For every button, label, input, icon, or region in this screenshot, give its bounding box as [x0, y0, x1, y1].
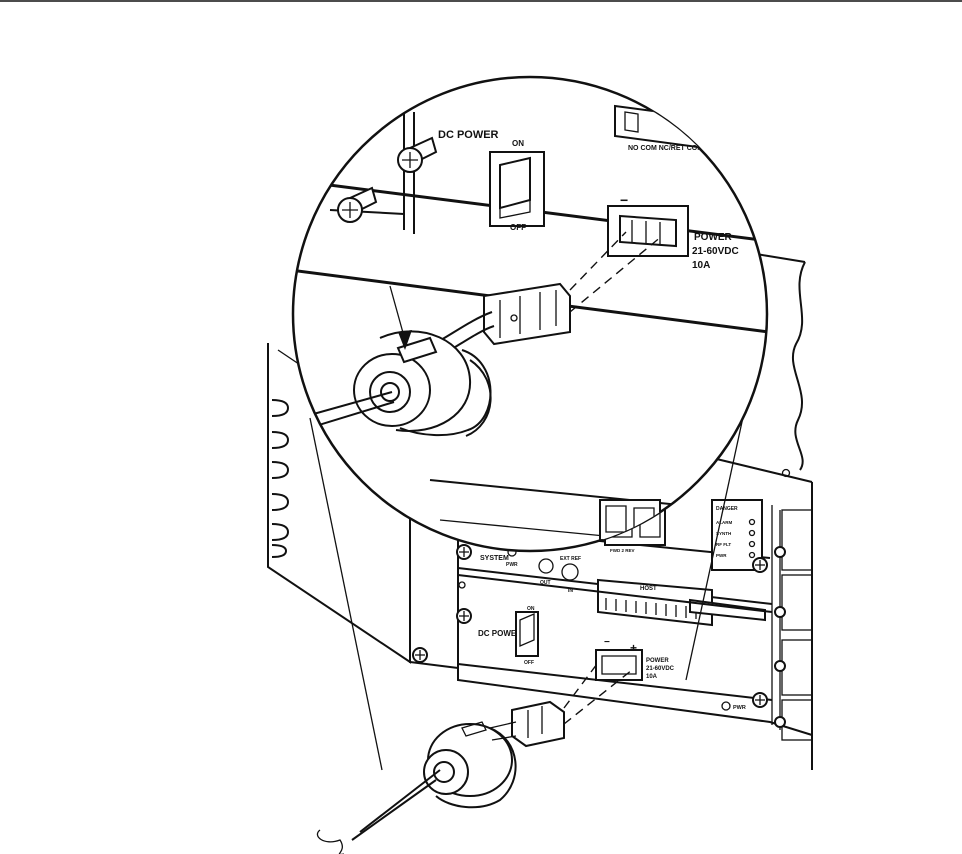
power-label: POWER [694, 232, 733, 243]
power-label-small: POWER [646, 658, 669, 664]
system-label: SYSTEM [480, 555, 509, 562]
rack-ear-slots [272, 400, 288, 557]
cable-break [317, 830, 344, 854]
current-label-small: 10A [646, 674, 658, 680]
alignment-guide [564, 660, 600, 708]
rf-flt-label: RF FLT [716, 542, 731, 547]
danger-label: DANGER [716, 506, 738, 512]
relay-terminal-labels: NO COM NC/RET COM [628, 145, 703, 152]
voltage-label-small: 21-60VDC [646, 666, 675, 672]
power-plug[interactable] [484, 284, 570, 344]
host-terminal-strip: HOST [598, 580, 765, 625]
switch-on-label-small: ON [527, 606, 535, 612]
switch-off-label: OFF [510, 223, 526, 232]
fwd-rev-label: FWD 2 REV [610, 548, 635, 553]
current-label: 10A [692, 260, 710, 271]
power-cable [360, 770, 440, 832]
host-label: HOST [640, 586, 657, 592]
dc-power-module: DC POWER ON OFF − + POWER 21-60VDC 10A P… [413, 582, 767, 711]
power-switch[interactable]: ON OFF [490, 139, 544, 232]
system-pwr-label: PWR [506, 562, 518, 568]
pwr-right-label: PWR [733, 705, 746, 711]
switch-on-label: ON [512, 139, 524, 148]
dc-power-label: DC POWER [438, 129, 499, 141]
switch-off-label-small: OFF [524, 660, 534, 666]
ext-ref-label: EXT REF [560, 556, 581, 562]
power-switch-small[interactable] [516, 612, 538, 656]
voltage-label: 21-60VDC [692, 246, 739, 257]
power-plug-small[interactable] [512, 702, 564, 746]
relay-connector: NO COM NC/RET COM [615, 106, 720, 152]
power-terminal-small[interactable] [596, 650, 642, 680]
pwr-led-right [722, 702, 730, 710]
alarm-label: ALARM [716, 520, 732, 525]
out-connector[interactable] [539, 559, 553, 573]
ext-ref-in-connector[interactable] [562, 564, 578, 580]
status-pwr-label: PWR [716, 553, 727, 558]
ferrite-core-small[interactable] [424, 722, 516, 807]
polarity-minus-small: − [604, 637, 610, 648]
